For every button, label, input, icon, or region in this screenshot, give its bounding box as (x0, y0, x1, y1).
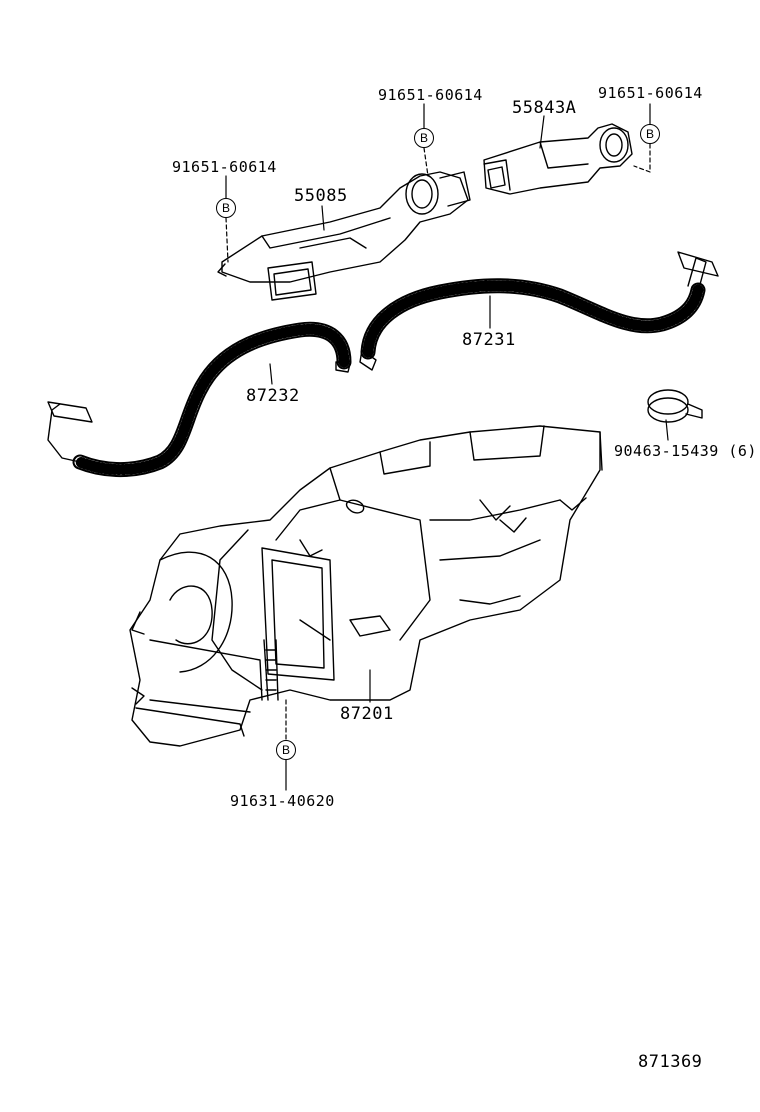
part-label-clamp: 90463-15439 (6) (614, 442, 757, 460)
hose-87232-drawing (47, 321, 352, 477)
duct-55085-drawing (217, 171, 471, 301)
part-label-screw-left: 91651-60614 (172, 158, 277, 176)
part-label-duct-center: 55085 (294, 186, 348, 206)
part-label-hose-left: 87232 (246, 386, 300, 406)
part-label-unit: 87201 (340, 704, 394, 724)
part-label-screw-bottom: 91631-40620 (230, 792, 335, 810)
duct-55843a-drawing (483, 123, 633, 195)
marker-b-top-right: B (640, 124, 660, 144)
part-label-hose-right: 87231 (462, 330, 516, 350)
heater-unit-drawing (129, 425, 603, 747)
part-label-screw-top-right: 91651-60614 (598, 84, 703, 102)
clamp-drawing (647, 389, 703, 423)
leader-lines (225, 103, 669, 791)
marker-b-left: B (216, 198, 236, 218)
marker-b-bottom: B (276, 740, 296, 760)
hose-87231-drawing (359, 251, 719, 371)
part-label-screw-top-center: 91651-60614 (378, 86, 483, 104)
part-label-duct-right: 55843A (512, 98, 577, 118)
diagram-id: 871369 (638, 1052, 703, 1072)
marker-b-top-center: B (414, 128, 434, 148)
